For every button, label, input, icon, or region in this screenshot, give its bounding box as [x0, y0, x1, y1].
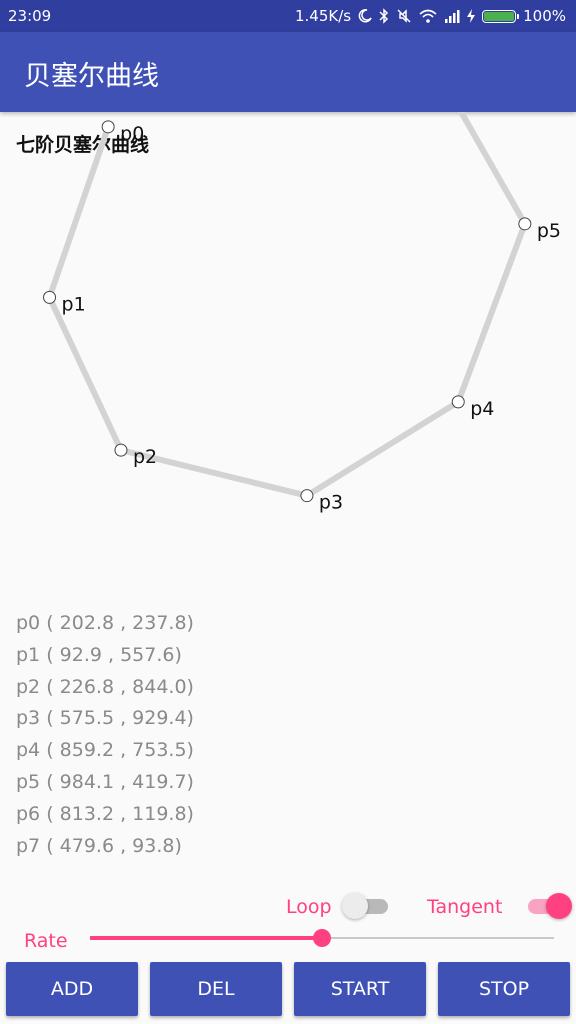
- coordinate-row: p4 ( 859.2 , 753.5): [16, 739, 194, 762]
- coordinate-row: p7 ( 479.6 , 93.8): [16, 834, 182, 857]
- control-point-p5[interactable]: [518, 217, 532, 231]
- tangent-label: Tangent: [427, 896, 503, 918]
- battery-icon: [482, 9, 520, 23]
- control-point-label: p5: [537, 220, 561, 242]
- wifi-icon: [419, 9, 437, 23]
- tangent-switch[interactable]: [522, 893, 572, 919]
- control-point-p3[interactable]: [300, 489, 314, 503]
- loop-label: Loop: [286, 896, 332, 918]
- loop-switch-thumb: [342, 893, 368, 919]
- bezier-canvas[interactable]: p0p1p2p3p4p5p6p7: [0, 112, 576, 612]
- add-button[interactable]: ADD: [6, 962, 138, 1016]
- coordinate-row: p1 ( 92.9 , 557.6): [16, 643, 182, 666]
- coordinate-row: p2 ( 226.8 , 844.0): [16, 675, 194, 698]
- moon-icon: [358, 9, 372, 23]
- coordinate-row: p5 ( 984.1 , 419.7): [16, 770, 194, 793]
- rate-slider[interactable]: [90, 926, 554, 950]
- control-point-label: p1: [62, 293, 86, 315]
- control-point-label: p3: [319, 492, 343, 514]
- signal-icon: [445, 10, 460, 23]
- status-icons: 1.45K/s 100%: [295, 7, 566, 25]
- status-time: 23:09: [8, 7, 52, 25]
- coordinate-row: p0 ( 202.8 , 237.8): [16, 612, 194, 634]
- rate-slider-thumb[interactable]: [313, 929, 331, 947]
- control-point-p2[interactable]: [114, 443, 128, 457]
- tangent-switch-thumb: [546, 893, 572, 919]
- coordinate-list: p0 ( 202.8 , 237.8) p1 ( 92.9 , 557.6) p2 …: [16, 608, 194, 862]
- coordinate-row: p6 ( 813.2 , 119.8): [16, 802, 194, 825]
- control-point-label: p0: [120, 123, 144, 145]
- control-polygon: [46, 112, 528, 499]
- battery-percent: 100%: [523, 7, 566, 25]
- control-point-label: p4: [470, 398, 494, 420]
- rate-label: Rate: [24, 930, 68, 952]
- loop-switch[interactable]: [342, 893, 392, 919]
- bluetooth-icon: [379, 8, 389, 24]
- network-speed: 1.45K/s: [295, 7, 352, 25]
- control-point-p1[interactable]: [43, 290, 57, 304]
- app-title: 贝塞尔曲线: [24, 61, 159, 92]
- status-bar: 23:09 1.45K/s 100%: [0, 0, 576, 32]
- control-point-label: p2: [133, 446, 157, 468]
- del-button[interactable]: DEL: [150, 962, 282, 1016]
- app-bar: 贝塞尔曲线: [0, 32, 576, 112]
- curve-title: 七阶贝塞尔曲线: [16, 134, 150, 156]
- charging-icon: [467, 9, 476, 23]
- control-point-p0[interactable]: [101, 120, 115, 134]
- start-button[interactable]: START: [294, 962, 426, 1016]
- control-point-p4[interactable]: [451, 395, 465, 409]
- stop-button[interactable]: STOP: [438, 962, 570, 1016]
- rate-slider-fill: [90, 936, 322, 940]
- mute-icon: [397, 9, 411, 23]
- coordinate-row: p3 ( 575.5 , 929.4): [16, 707, 194, 730]
